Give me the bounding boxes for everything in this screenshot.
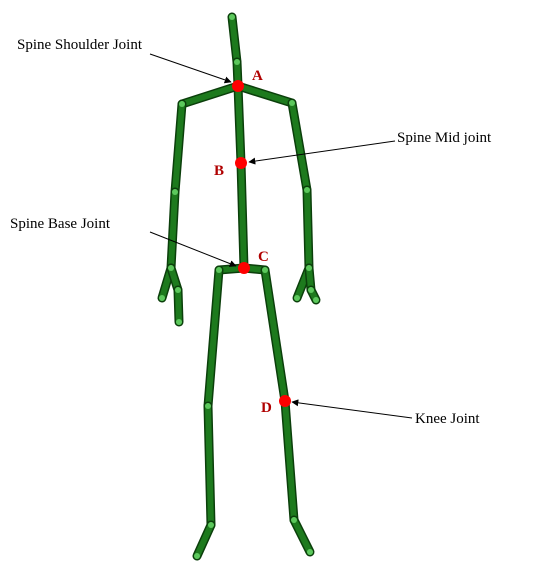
letter-c: C: [258, 249, 269, 265]
bone-elL-wrL: [171, 192, 175, 268]
joint-d-knee: [279, 395, 291, 407]
skeleton-node-ankleR: [291, 517, 297, 523]
skeleton-node-elR: [304, 187, 310, 193]
skeleton-node-kneeL: [205, 403, 211, 409]
bone-handL-tipL: [178, 290, 179, 322]
bone-spineShoulder-shR: [238, 86, 292, 103]
arrow-spine-mid: [249, 141, 395, 162]
skeleton-node-shR: [289, 100, 295, 106]
bone-spineShoulder-shL: [182, 86, 238, 104]
joint-c-spine-base: [238, 262, 250, 274]
arrow-spine-base: [150, 232, 236, 266]
label-spine-mid-joint: Spine Mid joint: [397, 130, 492, 146]
skeleton-node-footR: [307, 549, 313, 555]
bone-shL-elL: [175, 104, 182, 192]
skeleton-node-wrR: [306, 265, 312, 271]
skeleton-node-hipR: [262, 267, 268, 273]
bone-kneeL-ankleL: [208, 406, 211, 525]
label-spine-base-joint: Spine Base Joint: [10, 216, 111, 232]
skeleton-node-shL: [179, 101, 185, 107]
skeleton-node-wrL: [168, 265, 174, 271]
bone-hipR-kneeR: [265, 270, 285, 401]
bone-elR-wrR: [307, 190, 309, 268]
skeleton-node-elL: [172, 189, 178, 195]
skeleton-node-tipL: [176, 319, 182, 325]
letter-b: B: [214, 163, 224, 179]
skeleton-node-tipR: [313, 297, 319, 303]
skeleton-node-footL: [194, 553, 200, 559]
skeleton-node-neck: [234, 59, 240, 65]
skeleton-node-thumbL: [159, 295, 165, 301]
skeleton-node-thumbR: [294, 295, 300, 301]
label-spine-shoulder-joint: Spine Shoulder Joint: [17, 37, 143, 53]
joint-a-spine-shoulder: [232, 80, 244, 92]
skeleton-node-headTop: [229, 14, 235, 20]
letter-d: D: [261, 400, 272, 416]
skeleton-node-handL: [175, 287, 181, 293]
skeleton-node-ankleL: [208, 522, 214, 528]
arrow-spine-shoulder: [150, 54, 231, 82]
skeleton-node-hipL: [216, 267, 222, 273]
bone-spineShoulder-spineMid: [238, 86, 241, 163]
skeleton-node-handR: [308, 287, 314, 293]
arrow-knee: [292, 402, 412, 418]
bone-ankleR-footR: [294, 520, 310, 552]
letter-a: A: [252, 68, 263, 84]
bone-shR-elR: [292, 103, 307, 190]
label-knee-joint: Knee Joint: [415, 411, 480, 427]
joint-b-spine-mid: [235, 157, 247, 169]
skeleton-bones: [162, 17, 316, 556]
bone-spineMid-spineBase: [241, 163, 244, 268]
